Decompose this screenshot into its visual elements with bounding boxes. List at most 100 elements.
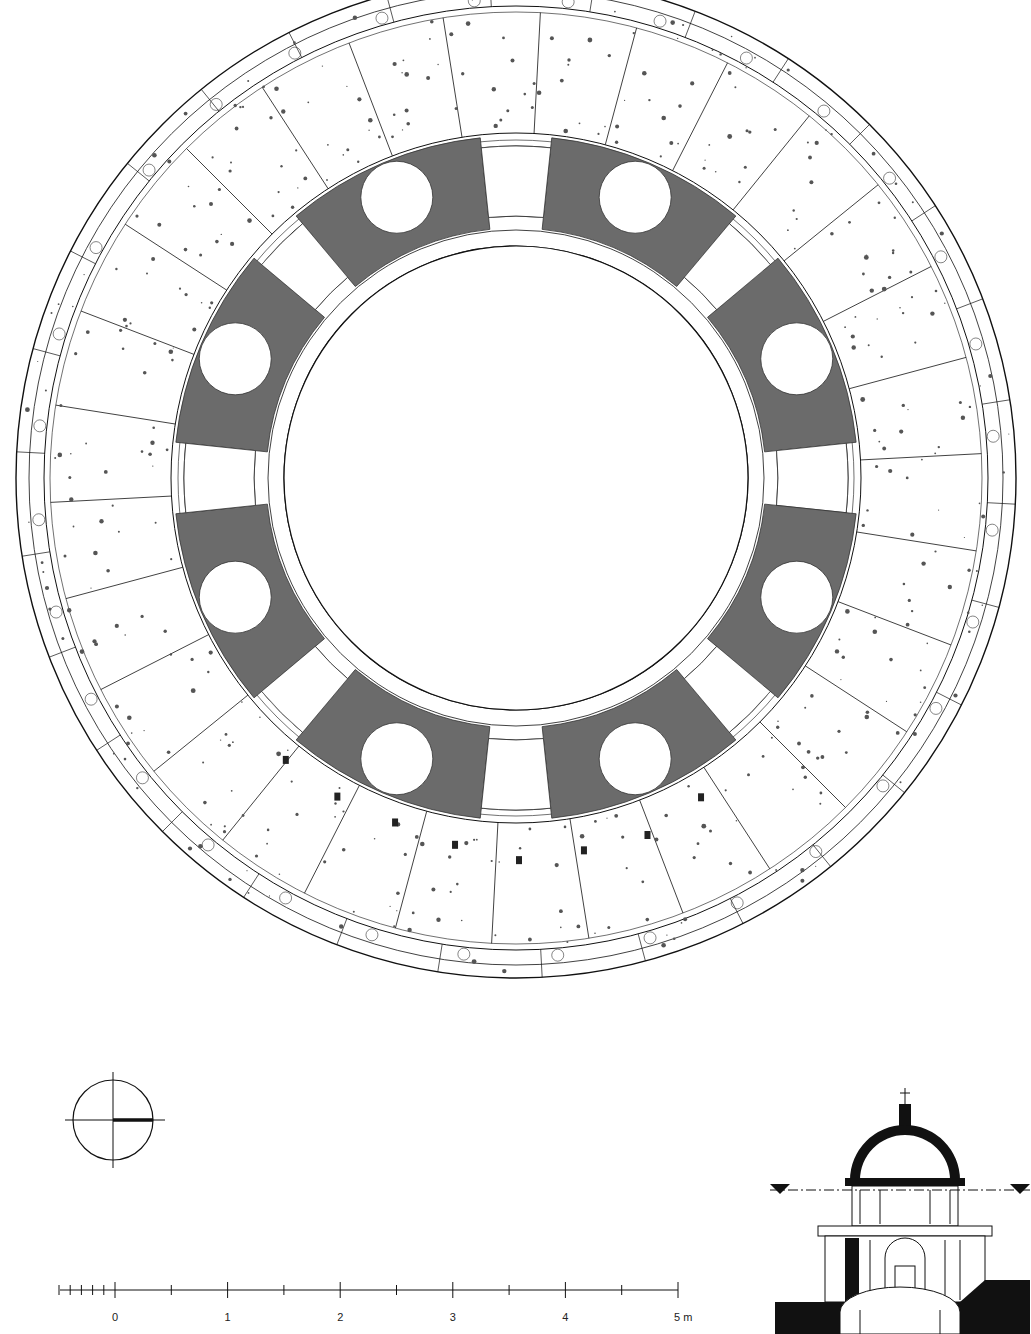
stone-texture: [729, 862, 732, 865]
stone-texture: [881, 356, 883, 358]
stone-texture: [223, 830, 226, 833]
stone-texture: [894, 217, 896, 219]
block-joint: [640, 800, 683, 913]
stone-texture: [259, 717, 261, 719]
block-joint: [704, 767, 770, 868]
dowel-hole: [366, 929, 378, 941]
stone-texture: [809, 180, 813, 184]
stone-texture: [900, 781, 902, 783]
dowel-hole: [987, 430, 999, 442]
ring-line: [29, 0, 1003, 965]
dowel-hole: [289, 47, 301, 59]
ring-line: [184, 146, 848, 810]
stone-texture: [633, 32, 635, 34]
stone-texture: [911, 296, 913, 298]
stone-texture: [715, 171, 717, 173]
stone-texture: [307, 101, 309, 103]
dowel-hole: [654, 15, 666, 27]
stone-texture: [923, 686, 926, 689]
stone-texture: [472, 0, 473, 1]
stone-texture: [673, 938, 676, 941]
stone-texture: [519, 847, 521, 849]
stone-texture: [567, 64, 569, 66]
stone-texture: [693, 856, 696, 859]
stone-texture: [80, 649, 85, 654]
stone-texture: [845, 751, 848, 754]
stone-texture: [201, 302, 203, 304]
stone-texture: [199, 253, 202, 256]
stone-texture: [681, 922, 683, 924]
stone-texture: [873, 429, 876, 432]
stone-texture: [775, 869, 777, 871]
block-joint: [97, 735, 120, 750]
stone-texture: [498, 861, 500, 863]
stone-texture: [72, 306, 74, 308]
wall-niche: [599, 723, 671, 795]
stone-texture: [825, 129, 827, 131]
block-joint: [982, 400, 1010, 404]
stone-texture: [800, 868, 804, 872]
stone-texture: [935, 290, 938, 293]
stone-texture: [697, 842, 700, 845]
stone-texture: [326, 179, 328, 181]
stone-texture: [903, 583, 906, 586]
stone-texture: [938, 446, 940, 448]
stone-texture: [642, 71, 647, 76]
stone-texture: [45, 586, 49, 590]
stone-texture: [357, 97, 361, 101]
scale-tick: [81, 1285, 82, 1295]
stone-texture: [106, 569, 110, 573]
stone-texture: [878, 441, 880, 443]
stone-texture: [456, 883, 459, 886]
stone-texture: [873, 629, 878, 634]
stone-texture: [228, 744, 231, 747]
stone-texture: [830, 133, 832, 135]
stone-texture: [229, 169, 232, 172]
stone-texture: [907, 409, 908, 410]
stone-texture: [225, 733, 228, 736]
stone-texture: [167, 160, 171, 164]
stone-texture: [269, 895, 270, 896]
stone-texture: [37, 361, 38, 362]
stone-texture: [615, 141, 618, 144]
stone-texture: [865, 715, 870, 720]
stone-texture: [815, 141, 819, 145]
stone-texture: [322, 65, 323, 66]
stone-texture: [661, 116, 666, 121]
stone-texture: [93, 551, 98, 556]
block-joint: [490, 0, 491, 7]
stone-texture: [464, 841, 468, 845]
scale-tick: [70, 1285, 71, 1295]
stone-texture: [127, 715, 132, 720]
stone-texture: [762, 755, 765, 758]
block-joint: [438, 944, 442, 972]
stone-texture: [494, 124, 498, 128]
stone-texture: [961, 416, 965, 420]
stone-texture: [68, 476, 71, 479]
stone-texture: [727, 134, 732, 139]
stone-texture: [930, 311, 934, 315]
block-joint: [201, 89, 219, 111]
dowel-hole: [986, 524, 998, 536]
stone-texture: [816, 756, 819, 759]
stone-texture: [492, 87, 496, 91]
block-joint: [605, 28, 636, 145]
stone-texture: [393, 113, 396, 116]
scale-tick: [227, 1282, 228, 1298]
scale-tick: [283, 1285, 284, 1295]
stone-texture: [143, 730, 144, 731]
scale-line: [60, 1290, 678, 1291]
door-opening: [481, 146, 550, 217]
stone-texture: [563, 129, 568, 134]
stone-texture: [115, 268, 117, 270]
stone-texture: [297, 187, 298, 188]
block-joint: [838, 602, 951, 645]
block-joint: [937, 692, 962, 705]
block-joint: [186, 148, 272, 234]
stone-texture: [594, 933, 596, 935]
dowel-hole: [376, 12, 388, 24]
stone-texture: [666, 934, 667, 935]
stone-texture: [902, 312, 904, 314]
stone-texture: [166, 448, 169, 451]
stone-texture: [892, 249, 895, 252]
